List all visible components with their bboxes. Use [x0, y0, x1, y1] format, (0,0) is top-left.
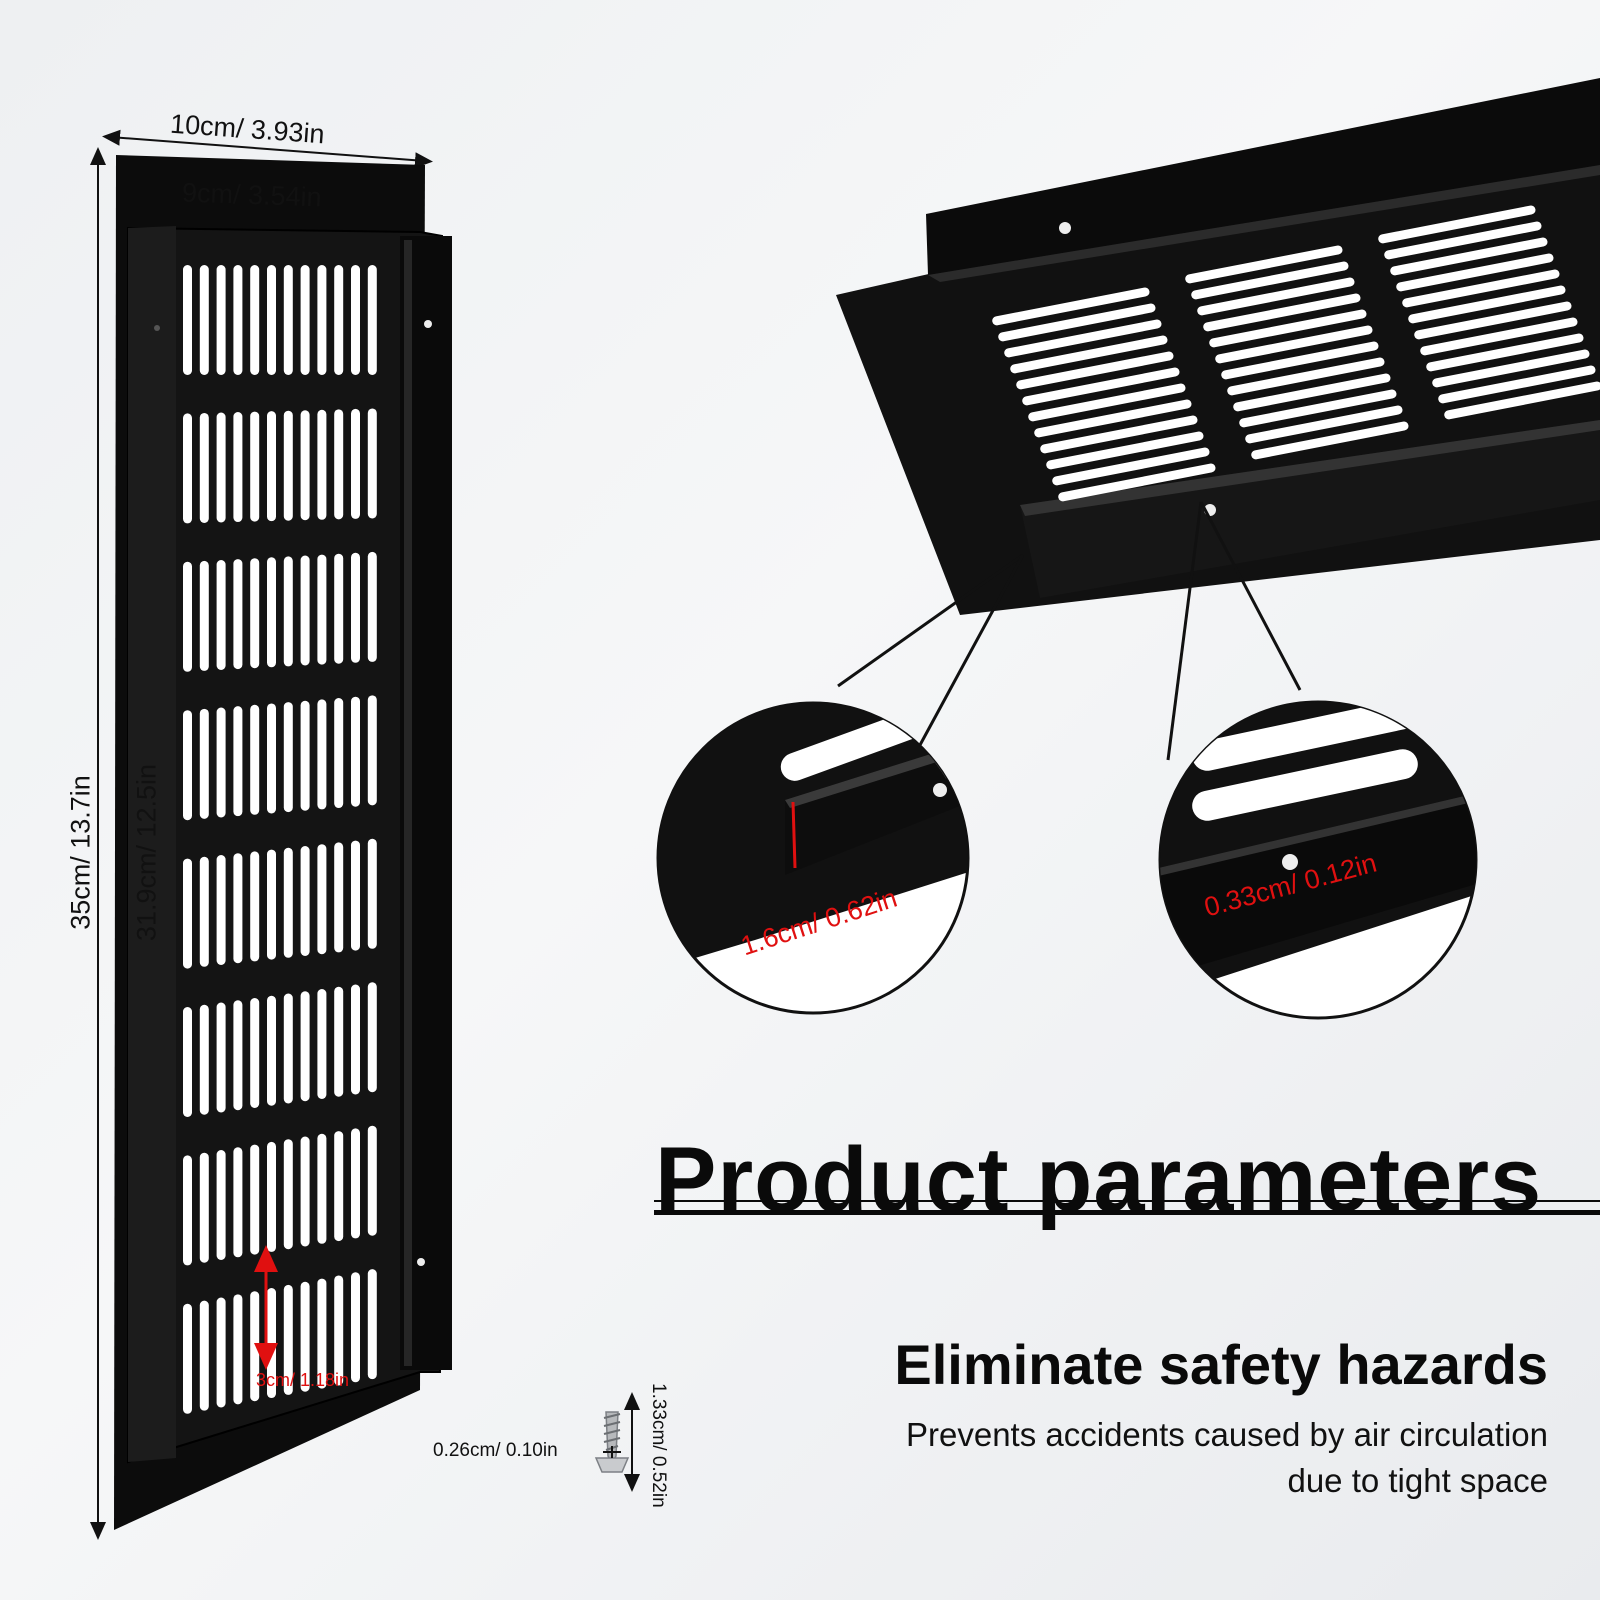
outer-width-arrow — [102, 129, 433, 169]
hole-zoom-circle — [1158, 700, 1478, 1020]
angled-vent-image — [836, 78, 1600, 761]
flange-zoom-circle — [656, 701, 970, 1015]
slot-length-label: 3cm/ 1.18in — [256, 1370, 350, 1390]
screw-length-label: 1.33cm/ 0.52in — [648, 1383, 669, 1508]
page-title: Product parameters — [655, 1129, 1543, 1231]
inner-width-label: 9cm/ 3.54in — [181, 177, 323, 213]
vent-slots — [183, 265, 377, 1414]
title-underline-thick — [654, 1210, 1600, 1215]
inner-length-label: 31.9cm/ 12.5in — [131, 763, 162, 942]
vertical-vent-image — [90, 129, 640, 1540]
feature-headline: Eliminate safety hazards — [894, 1333, 1548, 1396]
screw-diameter-label: 0.26cm/ 0.10in — [433, 1440, 558, 1461]
title-underline — [654, 1200, 1600, 1202]
feature-description-line-2: due to tight space — [1287, 1462, 1548, 1499]
feature-description-line-1: Prevents accidents caused by air circula… — [906, 1416, 1548, 1453]
total-length-label: 35cm/ 13.7in — [65, 775, 96, 930]
screw-image — [594, 1392, 640, 1492]
angled-vent-slots — [992, 205, 1600, 502]
